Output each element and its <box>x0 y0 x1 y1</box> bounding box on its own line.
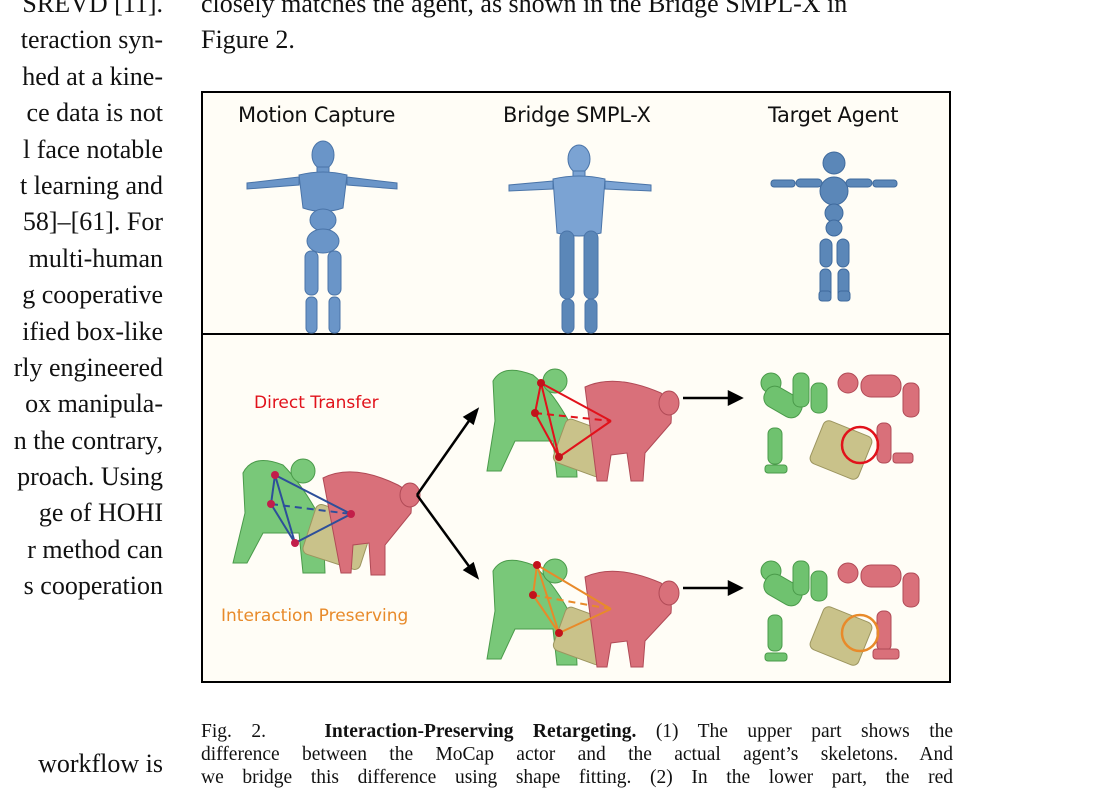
text-line: 58]–[61]. For <box>0 204 163 240</box>
left-column-text: SREVD [11].teraction syn-hed at a kine-c… <box>0 0 163 605</box>
interaction-preserving-pose <box>487 559 679 667</box>
caption-line-2: difference between the MoCap actor and t… <box>201 743 953 766</box>
figure-caption: Fig. 2. Interaction-Preserving Retargeti… <box>201 720 953 789</box>
source-pose <box>233 459 420 575</box>
text-line: n the contrary, <box>0 423 163 459</box>
text-line: closely matches the agent, as shown in t… <box>201 0 953 22</box>
text-line: s cooperation <box>0 568 163 604</box>
text-line: t learning and <box>0 168 163 204</box>
header-motion-capture: Motion Capture <box>238 103 395 127</box>
text-line: ce data is not <box>0 95 163 131</box>
label-interaction-preserving: Interaction Preserving <box>221 606 408 626</box>
direct-transfer-pose <box>487 369 679 481</box>
text-line: SREVD [11]. <box>0 0 163 22</box>
direct-transfer-agent <box>760 373 919 481</box>
text-line: l face notable <box>0 132 163 168</box>
figure-2: Motion Capture Bridge SMPL-X Target Agen… <box>201 91 951 683</box>
text-line: workflow is <box>0 746 163 782</box>
text-line: rly engineered <box>0 350 163 386</box>
caption-text: (1) The upper part shows the <box>656 721 953 742</box>
header-bridge-smplx: Bridge SMPL-X <box>503 103 651 127</box>
text-line: proach. Using <box>0 459 163 495</box>
agent-body-figure <box>771 152 897 301</box>
right-column-text: closely matches the agent, as shown in t… <box>201 0 953 59</box>
header-target-agent: Target Agent <box>768 103 898 127</box>
left-column-bottom-text: workflow is <box>0 746 163 782</box>
caption-line-3: we bridge this difference using shape fi… <box>201 766 953 789</box>
text-line: Figure 2. <box>201 22 953 58</box>
caption-line-1: Fig. 2. Interaction-Preserving Retargeti… <box>201 720 953 743</box>
interaction-preserving-agent <box>760 561 919 667</box>
text-line: hed at a kine- <box>0 59 163 95</box>
text-line: ge of HOHI <box>0 495 163 531</box>
text-line: ified box-like <box>0 314 163 350</box>
figure-illustration <box>203 93 951 683</box>
caption-fig-label: Fig. 2. <box>201 721 266 742</box>
bridge-body-figure <box>509 145 651 333</box>
text-line: teraction syn- <box>0 22 163 58</box>
text-line: r method can <box>0 532 163 568</box>
label-direct-transfer: Direct Transfer <box>254 393 379 413</box>
mocap-body-figure <box>247 141 397 333</box>
text-line: g cooperative <box>0 277 163 313</box>
text-line: multi-human <box>0 241 163 277</box>
caption-title: Interaction-Preserving Retargeting. <box>324 721 636 742</box>
text-line: ox manipula- <box>0 386 163 422</box>
